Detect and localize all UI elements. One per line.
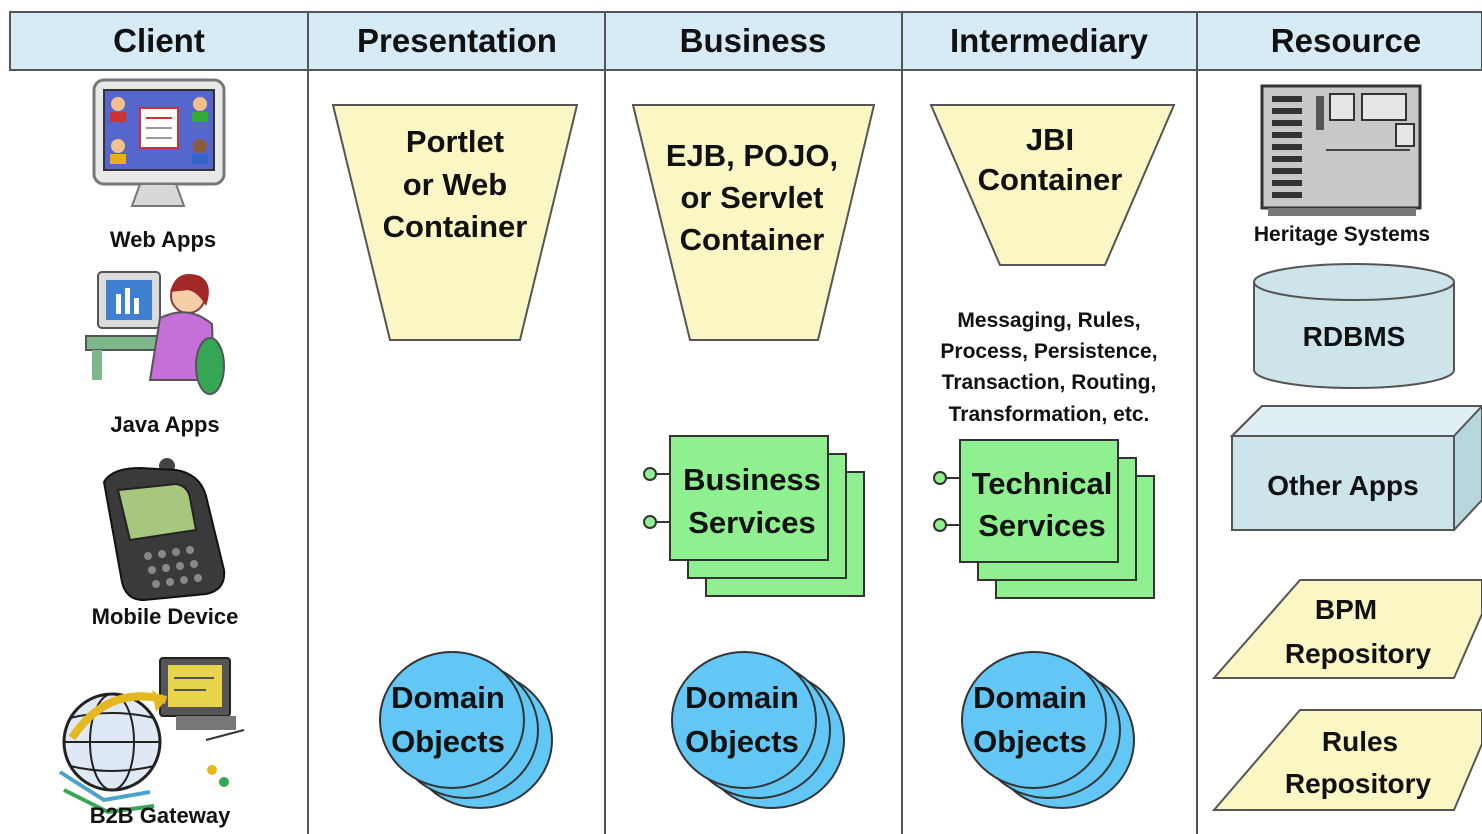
intermediary-domain-line-2: Objects [973,724,1087,759]
technical-services-line-2: Services [978,508,1106,543]
business-container-line-2: or Servlet [680,180,823,215]
java-apps-label: Java Apps [110,412,219,437]
mobile-device-icon [102,458,226,602]
b2b-gateway-icon [58,657,245,815]
column-header-resource: Resource [1271,22,1421,59]
business-services-line-1: Business [683,462,821,497]
intermediary-domain-line-1: Domain [973,680,1087,715]
other-apps-box-shape [1229,405,1482,532]
intermediary-container-shape [929,104,1176,266]
intermediary-container-line-2: Container [978,162,1123,197]
presentation-domain-line-1: Domain [391,680,505,715]
presentation-domain-objects-shape [379,651,553,809]
intermediary-features-line-4: Transformation, etc. [949,403,1150,426]
business-container-line-1: EJB, POJO, [666,138,838,173]
business-services-line-2: Services [688,505,816,540]
heritage-systems-icon [1260,84,1422,216]
mobile-device-label: Mobile Device [92,604,239,629]
bpm-repository-line-2: Repository [1285,638,1432,669]
intermediary-features-line-3: Transaction, Routing, [942,371,1157,394]
intermediary-features-line-2: Process, Persistence, [940,340,1157,363]
business-container-line-3: Container [680,222,825,257]
presentation-container-line-2: or Web [403,167,508,202]
business-services-shape [643,435,865,597]
heritage-systems-label: Heritage Systems [1254,223,1430,246]
presentation-container-line-1: Portlet [406,124,504,159]
rules-repository-line-2: Repository [1285,768,1432,799]
rdbms-cylinder-shape [1253,263,1455,389]
business-domain-objects-shape [671,651,845,809]
rules-repository-line-1: Rules [1322,726,1398,757]
header-band [9,11,1482,71]
rdbms-label: RDBMS [1303,321,1406,352]
presentation-container-shape [331,104,579,341]
business-container-shape [631,104,876,341]
column-header-presentation: Presentation [357,22,557,59]
web-apps-icon [92,78,226,207]
business-domain-line-1: Domain [685,680,799,715]
rules-repository-shape [1211,709,1482,811]
column-dividers [307,12,1198,834]
technical-services-line-1: Technical [972,466,1113,501]
presentation-domain-line-2: Objects [391,724,505,759]
technical-services-shape [933,439,1155,599]
bpm-repository-shape [1211,579,1482,679]
intermediary-domain-objects-shape [961,651,1135,809]
column-header-intermediary: Intermediary [950,22,1149,59]
other-apps-label: Other Apps [1267,470,1418,501]
intermediary-container-line-1: JBI [1026,122,1074,157]
web-apps-label: Web Apps [110,227,216,252]
intermediary-features-line-1: Messaging, Rules, [957,309,1140,332]
bpm-repository-line-1: BPM [1315,594,1377,625]
business-domain-line-2: Objects [685,724,799,759]
column-header-client: Client [113,22,205,59]
presentation-container-line-3: Container [383,209,528,244]
column-header-business: Business [680,22,827,59]
b2b-gateway-label: B2B Gateway [90,803,231,828]
java-apps-icon [85,271,225,395]
